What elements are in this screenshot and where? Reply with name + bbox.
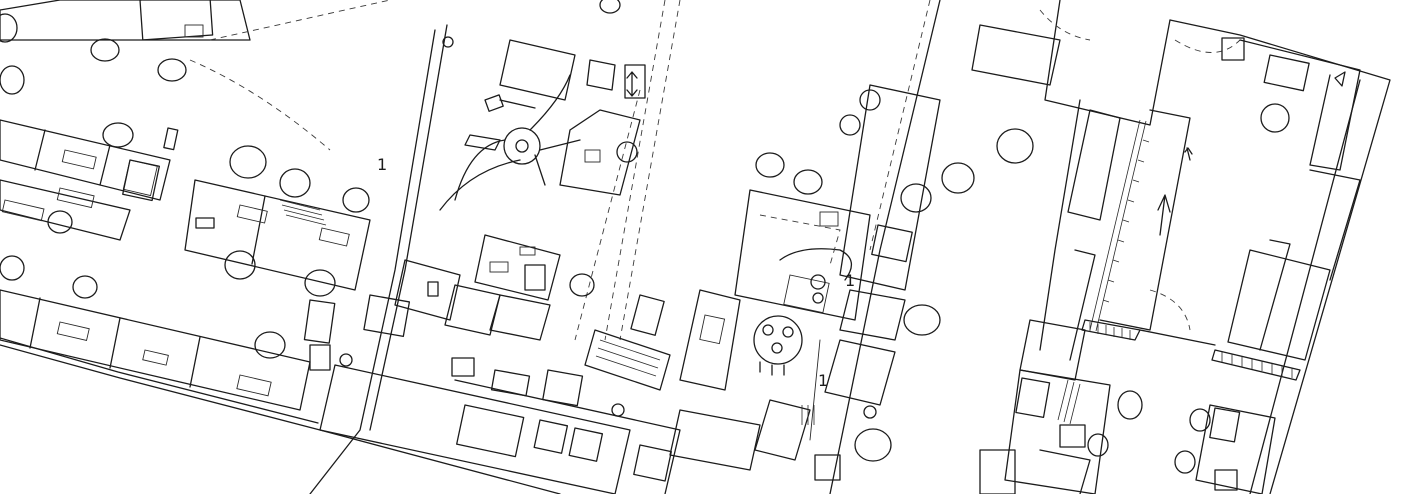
room-number-label-c: 1	[818, 371, 828, 390]
center-right-zone	[599, 0, 1034, 494]
desk-bench-row-3	[0, 289, 311, 411]
printer-box	[303, 299, 336, 344]
wall-corridor-1b	[369, 24, 448, 431]
desk-bench-row-1	[0, 119, 171, 201]
wall-corridor-1	[309, 29, 436, 494]
corridor-dashed-line-1	[619, 0, 681, 341]
corridor-dashed-line-3	[574, 89, 641, 341]
round-table	[753, 315, 803, 376]
wall-right-main	[1044, 0, 1171, 126]
wall-hatched	[1089, 119, 1150, 332]
column-marker	[442, 36, 454, 48]
kitchen-counter	[734, 189, 913, 321]
desk-bench-row-center	[184, 179, 371, 291]
dashed-zone-curve-left	[189, 59, 331, 151]
wall-south-west	[0, 344, 561, 494]
cabinet-left	[309, 344, 331, 371]
desk-bench-row-2	[0, 179, 131, 241]
center-zone	[319, 0, 681, 494]
left-office-zone	[0, 0, 561, 494]
wall-corridor-2	[829, 0, 941, 494]
meeting-cluster	[363, 234, 595, 341]
room-number-label-b: 1	[845, 271, 855, 290]
room-number-label-a: 1	[377, 155, 387, 174]
chairs-left	[0, 13, 370, 359]
right-zone	[971, 0, 1391, 494]
stair-arrow-up	[626, 71, 638, 97]
corridor-dashed-line-2	[604, 0, 666, 341]
corridor-dashed-line-4	[869, 0, 931, 251]
wall-right-room	[971, 24, 1061, 86]
lower-furniture	[319, 294, 681, 494]
desk-bench-top	[0, 0, 251, 41]
dashed-zone-line-left	[209, 0, 391, 41]
lounge-sculpture	[439, 39, 641, 211]
workstations-bottom-right	[979, 369, 1276, 494]
